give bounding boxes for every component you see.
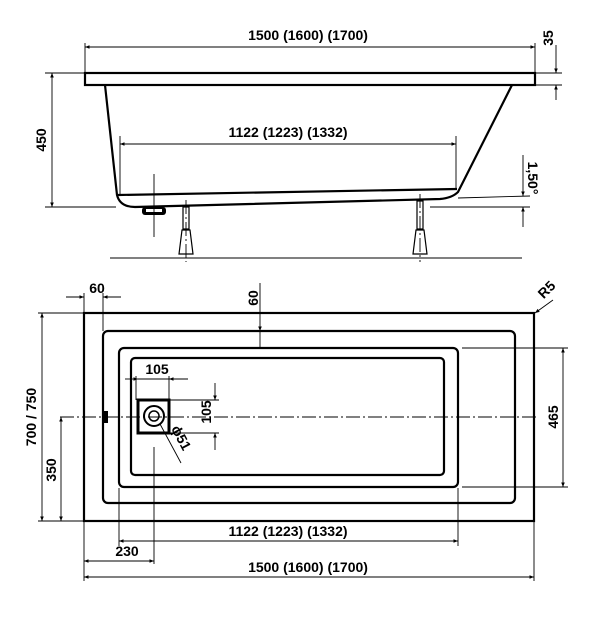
adjustable-foot-right bbox=[412, 194, 428, 262]
dim-rim-height: 35 bbox=[540, 30, 556, 46]
top-view: 60 60 R5 700 / 750 350 465 105 105 bbox=[23, 277, 568, 581]
dim-corner-radius: R5 bbox=[534, 277, 558, 301]
side-view: 1500 (1600) (1700) 35 450 1122 (1223) (1… bbox=[33, 27, 562, 262]
dim-offset-top: 60 bbox=[245, 290, 261, 306]
dim-bottom-length-top: 1122 (1223) (1332) bbox=[228, 523, 347, 539]
tub-bottom bbox=[129, 356, 446, 477]
dim-drain-offset-x: 105 bbox=[145, 361, 169, 377]
adjustable-foot-left bbox=[178, 200, 194, 262]
dim-overall-length: 1500 (1600) (1700) bbox=[248, 27, 368, 43]
dim-drain-diameter: ϕ51 bbox=[168, 422, 194, 453]
tub-body-outline bbox=[103, 84, 513, 209]
tub-rim bbox=[83, 71, 537, 87]
dim-bottom-width: 465 bbox=[545, 405, 561, 429]
dim-drain-position: 230 bbox=[115, 543, 139, 559]
tub-inner-bottom bbox=[117, 187, 458, 197]
tub-inner-rim bbox=[101, 329, 517, 505]
overflow bbox=[104, 411, 108, 423]
dim-slope: 1,50° bbox=[525, 162, 541, 195]
dim-offset-left: 60 bbox=[89, 280, 105, 296]
drain-trap bbox=[142, 174, 166, 237]
dim-overall-length-top: 1500 (1600) (1700) bbox=[248, 559, 368, 575]
dim-total-height: 450 bbox=[33, 128, 49, 152]
tub-basin bbox=[117, 346, 460, 489]
dim-bottom-length-side: 1122 (1223) (1332) bbox=[228, 124, 347, 140]
drain-icon bbox=[136, 398, 171, 435]
dim-drain-offset-y: 105 bbox=[198, 400, 214, 424]
dim-half-width: 350 bbox=[43, 458, 59, 482]
dim-width: 700 / 750 bbox=[23, 388, 39, 447]
